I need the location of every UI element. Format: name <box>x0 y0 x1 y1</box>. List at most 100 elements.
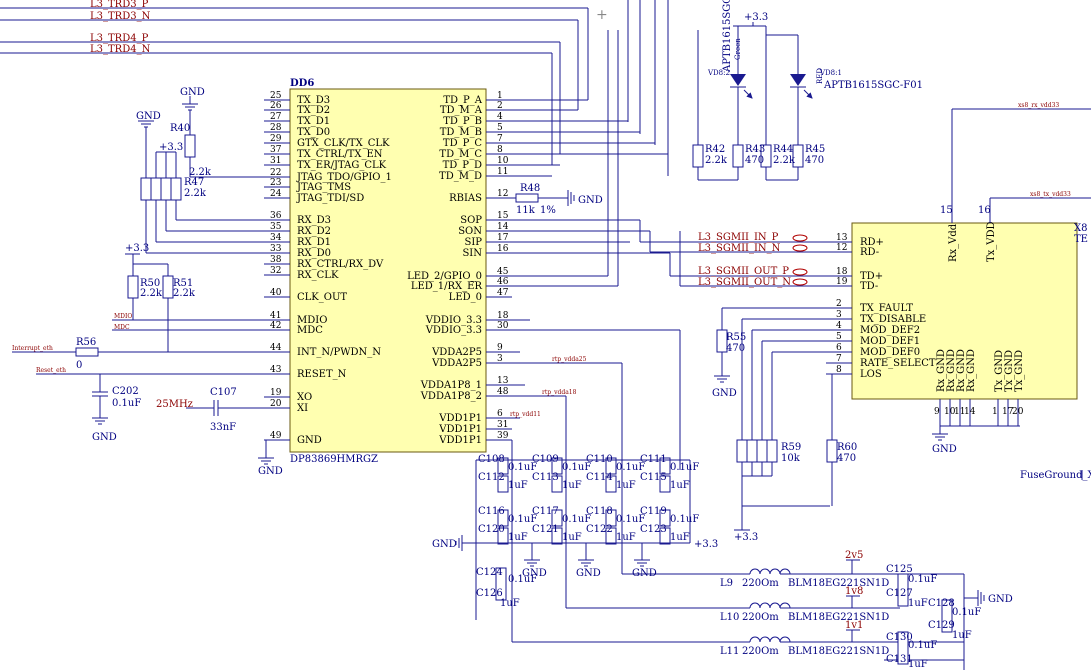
chip-x8-bottom-pins: Rx_GND9Rx_GND10Rx_GND11Rx_GND14Tx_GND1Tx… <box>934 349 1025 426</box>
dd6-pin-number: 8 <box>497 145 503 155</box>
dd6-pin-number: 27 <box>270 112 282 122</box>
r43-val: 470 <box>745 155 764 166</box>
cap-ref: C123 <box>640 524 667 535</box>
gnd-label-c3: GND <box>632 568 657 579</box>
net-label-interrupt: Interrupt_eth <box>12 345 53 352</box>
dd6-pin-name: SIN <box>462 248 482 259</box>
cap-val: 0.1uF <box>616 514 645 525</box>
resistor-r48: R48 11k 1% GND <box>512 183 603 216</box>
x8-bottom-pin-number: 1 <box>992 407 998 417</box>
dd6-pin-number: 3 <box>497 354 503 364</box>
ferrite-ref: L9 <box>720 578 733 589</box>
c131-ref: C131 <box>886 654 913 665</box>
ferrite-ref: L10 <box>720 612 739 623</box>
dd6-pin-name: JTAG_TMS <box>296 182 351 193</box>
dd6-pin-name: TX_CTRL/TX_EN <box>297 149 383 160</box>
x8-bottom-pin-number: 9 <box>934 407 940 417</box>
r40-val: 2.2k <box>189 167 212 178</box>
dd6-pin-number: 4 <box>497 112 503 122</box>
cursor-crosshair-icon: + <box>596 7 608 23</box>
dd6-pin-number: 16 <box>497 244 509 254</box>
dd6-pin-number: 43 <box>270 365 282 375</box>
dd6-pin-number: 20 <box>270 399 282 409</box>
dd6-pin-number: 17 <box>497 233 509 243</box>
dd6-pin-number: 49 <box>270 431 282 441</box>
cap-val: 0.1uF <box>562 462 591 473</box>
decoupling-capacitor <box>497 527 509 545</box>
r44-ref: R44 <box>773 144 793 155</box>
dd6-pin-name: TX_D3 <box>297 95 330 106</box>
c124-val: 0.1uF <box>508 574 537 585</box>
decoupling-capacitor <box>659 457 671 475</box>
dd6-pin-number: 2 <box>497 101 503 111</box>
r45-val: 470 <box>805 155 824 166</box>
cap-val: 0.1uF <box>508 462 537 473</box>
r47-val: 2.2k <box>184 188 207 199</box>
cap-val: 0.1uF <box>670 462 699 473</box>
dd6-pin-name: TD_P_D <box>443 160 482 171</box>
x8-pin-name: RATE_SELECT <box>860 358 936 369</box>
dd6-pin-name: JTAG_TDO/GPIO_1 <box>296 172 392 183</box>
r55-val: 470 <box>726 343 745 354</box>
dd6-pin-name: SIP <box>464 237 482 248</box>
net-label-trd3-p: L3_TRD3_P <box>90 0 149 10</box>
trd-bus-lines <box>0 0 669 176</box>
x8-pin-name: TD- <box>860 281 878 292</box>
vd8-1-part: APTB1615SGC-F01 <box>823 80 923 91</box>
dd6-pin-name: VDD1P1 <box>438 413 482 424</box>
cap-val: 0.1uF <box>670 514 699 525</box>
dd6-pin-number: 46 <box>497 277 509 287</box>
dd6-pin-name: INT_N/PWDN_N <box>297 347 381 358</box>
decoupling-capacitor <box>497 509 509 527</box>
dd6-pin-number: 15 <box>497 211 509 221</box>
x8-bottom-pin-number: 11 <box>954 407 965 417</box>
vcc-label-r59: +3.3 <box>734 532 758 543</box>
ferrite-part: BLM18EG221SN1D <box>788 578 889 589</box>
dd6-pin-number: 10 <box>497 156 509 166</box>
dd6-pin-name: RX_CTRL/RX_DV <box>297 259 384 270</box>
x8-pin-number: 8 <box>836 365 842 375</box>
dd6-pin-number: 26 <box>270 101 282 111</box>
x8-pin-number: 4 <box>836 321 842 331</box>
x8-bottom-pin-number: 10 <box>944 407 956 417</box>
dd6-pin-name: RX_D0 <box>297 248 331 259</box>
dd6-pin-number: 6 <box>497 409 503 419</box>
dd6-pin-number: 32 <box>270 266 281 276</box>
ferrite-coil <box>749 602 791 609</box>
gnd-label-r55: GND <box>712 388 737 399</box>
decoupling-capacitor <box>551 527 563 545</box>
r45-ref: R45 <box>805 144 825 155</box>
x8-bottom-pin-name: Rx_GND <box>946 349 957 392</box>
ferrite-rails <box>780 559 985 670</box>
c129-val: 1uF <box>952 630 972 641</box>
dd6-pin-name: TD_M_C <box>439 149 482 160</box>
r40-ref: R40 <box>170 123 190 134</box>
gnd-label-r47: GND <box>136 111 161 122</box>
dd6-pin-number: 34 <box>270 233 282 243</box>
cap-ref: C116 <box>478 506 505 517</box>
c127-ref: C127 <box>886 588 913 599</box>
cap-val: 1uF <box>670 480 690 491</box>
decoupling-capacitor <box>605 527 617 545</box>
decoupling-capacitor <box>551 457 563 475</box>
r50-val: 2.2k <box>140 288 163 299</box>
capacitors-c124-c126: C124 0.1uF C126 1uF <box>476 567 537 609</box>
x8-pin-name: MOD_DEF1 <box>860 336 920 347</box>
r51-ref: R51 <box>173 278 193 289</box>
dd6-pin-name: XI <box>297 403 308 414</box>
dd6-pin-name: TD_P_B <box>443 116 482 127</box>
cap-ref: C112 <box>478 472 505 483</box>
x8-pin-number: 5 <box>836 332 842 342</box>
dd6-pin-number: 11 <box>497 167 508 177</box>
vcc-label-1v1: 1v1 <box>845 620 863 631</box>
vcc-label-2v5: 2v5 <box>845 550 863 561</box>
dd6-pin-number: 1 <box>497 91 503 101</box>
dd6-pin-name: RBIAS <box>449 193 482 204</box>
c125-val: 0.1uF <box>908 574 937 585</box>
ac-coupling-caps <box>792 234 808 286</box>
x8-pin-name: MOD_DEF2 <box>860 325 920 336</box>
